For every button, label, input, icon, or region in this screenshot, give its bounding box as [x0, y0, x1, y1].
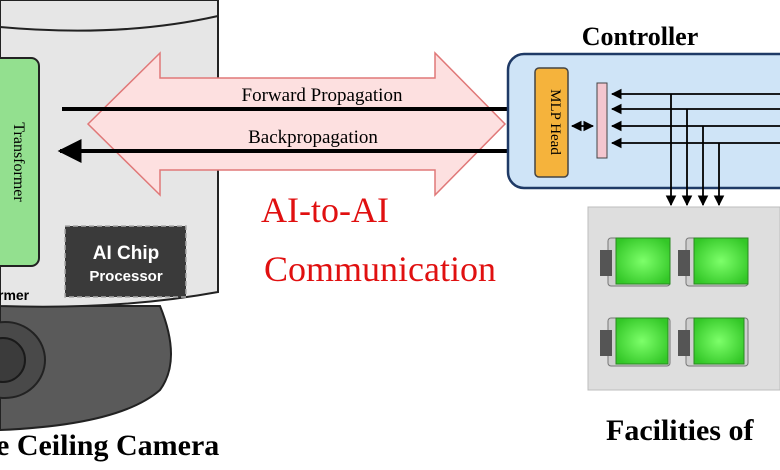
green-light-1 — [600, 237, 671, 287]
camera-dome — [0, 305, 172, 432]
controller: Controller MLP Head — [506, 22, 780, 207]
camera-caption: e Ceiling Camera — [0, 429, 219, 462]
transformer-label: Transformer — [10, 122, 27, 202]
ai-to-ai-double-arrow — [86, 51, 507, 197]
ai-chip-title: AI Chip — [93, 243, 160, 264]
mlp-head-block — [534, 67, 569, 178]
facilities-caption: Facilities of — [606, 414, 754, 447]
green-light-2 — [678, 237, 749, 287]
mlp-head-label: MLP Head — [547, 89, 563, 155]
backpropagation-label: Backpropagation — [248, 127, 378, 148]
camera-lens — [0, 337, 26, 383]
controller-bus-bar — [596, 82, 608, 159]
controller-box — [506, 52, 780, 190]
transformer-caption-fragment: rmer — [0, 287, 30, 303]
green-light-4 — [678, 317, 749, 367]
forward-propagation-label: Forward Propagation — [242, 85, 403, 106]
communication-title-line2: Communication — [264, 249, 496, 289]
ai-chip-box — [64, 225, 187, 298]
green-light-3 — [600, 317, 671, 367]
facilities-panel — [587, 206, 780, 391]
ceiling-camera: Transformer rmer AI Chip Processor — [0, 0, 219, 432]
ai-chip-subtitle: Processor — [89, 268, 163, 285]
camera-top-rim — [0, 15, 219, 32]
controller-title: Controller — [582, 22, 699, 51]
communication-title-line1: AI-to-AI — [261, 190, 389, 230]
transformer-block — [0, 57, 40, 267]
